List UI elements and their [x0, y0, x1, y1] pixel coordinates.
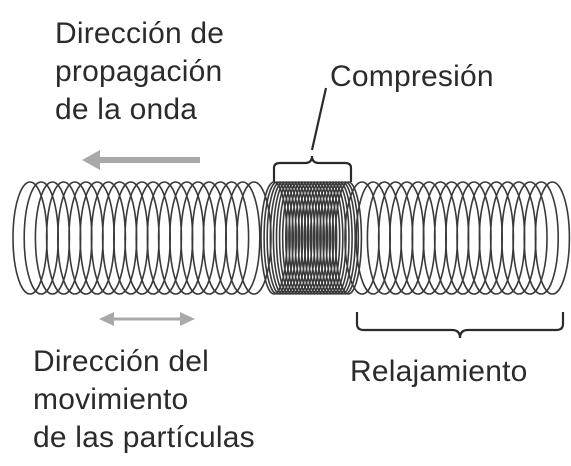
coil-loop	[319, 181, 347, 295]
coil-loop	[68, 181, 104, 295]
coil-loop	[272, 181, 301, 295]
coil-loop	[309, 181, 338, 295]
coil-loop	[281, 181, 310, 295]
coil-loop	[478, 181, 515, 295]
coil-loop	[135, 181, 171, 295]
coil-loop	[169, 181, 205, 295]
coil-loop	[263, 181, 291, 295]
coil-loop	[266, 181, 295, 295]
coil-loop	[523, 181, 560, 295]
coil-loop	[157, 181, 194, 295]
coil-loop	[303, 181, 332, 295]
coil-loop	[225, 181, 261, 295]
coil-loop	[113, 181, 149, 295]
spring-coil	[12, 181, 571, 295]
coil-loop	[294, 181, 322, 295]
double-arrow-icon	[99, 312, 195, 326]
coil-loop	[366, 181, 403, 295]
propagation-line-3: de la onda	[55, 93, 198, 126]
coil-loop	[101, 181, 138, 295]
coil-loop	[388, 181, 425, 295]
coil-loop	[534, 181, 571, 295]
coil-loop	[12, 181, 48, 295]
left-arrow-icon	[82, 150, 200, 170]
coil-loop	[180, 181, 216, 295]
coil-loop	[45, 181, 82, 295]
coil-loop	[146, 181, 183, 295]
coil-loop	[456, 181, 492, 295]
coil-loop	[325, 181, 353, 295]
particle-movement-label: Dirección del movimiento de las partícul…	[33, 343, 255, 457]
compression-label: Compresión	[330, 60, 494, 93]
coil-loop	[291, 181, 319, 295]
coil-loop	[306, 181, 335, 295]
coil-loop	[79, 181, 115, 295]
coil-loop	[334, 181, 363, 295]
relaxation-label: Relajamiento	[350, 355, 528, 388]
coil-loop	[315, 181, 344, 295]
coil-loop	[90, 181, 127, 295]
coil-loop	[213, 181, 250, 295]
coil-loop	[57, 181, 93, 295]
coil-loop	[322, 181, 350, 295]
coil-loop	[297, 181, 326, 295]
coil-loop	[278, 181, 307, 295]
coil-loop	[444, 181, 481, 295]
coil-loop	[377, 181, 414, 295]
coil-loop	[422, 181, 459, 295]
coil-loop	[34, 181, 71, 295]
coil-loop	[500, 181, 537, 295]
coil-loop	[328, 181, 357, 295]
coil-loop	[331, 181, 360, 295]
coil-loop	[411, 181, 448, 295]
particles-line-1: Dirección del	[33, 345, 210, 378]
compression-bracket	[272, 87, 353, 182]
relaxation-bracket	[355, 312, 565, 339]
propagation-line-2: propagación	[55, 55, 223, 88]
coil-loop	[269, 181, 298, 295]
propagation-direction-label: Dirección de propagación de la onda	[55, 15, 224, 129]
coil-loop	[236, 181, 272, 295]
propagation-line-1: Dirección de	[55, 17, 225, 50]
coil-loop	[284, 181, 313, 295]
coil-loop	[191, 181, 227, 295]
coil-loop	[260, 181, 288, 295]
coil-loop	[467, 181, 504, 295]
coil-loop	[23, 181, 60, 295]
coil-loop	[512, 181, 548, 295]
coil-loop	[433, 181, 470, 295]
coil-loop	[489, 181, 526, 295]
coil-loop	[288, 181, 316, 295]
particles-line-2: movimiento	[33, 383, 189, 416]
coil-loop	[202, 181, 239, 295]
coil-loop	[300, 181, 329, 295]
coil-loop	[312, 181, 341, 295]
coil-loop	[275, 181, 304, 295]
coil-loop	[124, 181, 160, 295]
coil-loop	[400, 181, 436, 295]
particles-line-3: de las partículas	[33, 421, 255, 454]
